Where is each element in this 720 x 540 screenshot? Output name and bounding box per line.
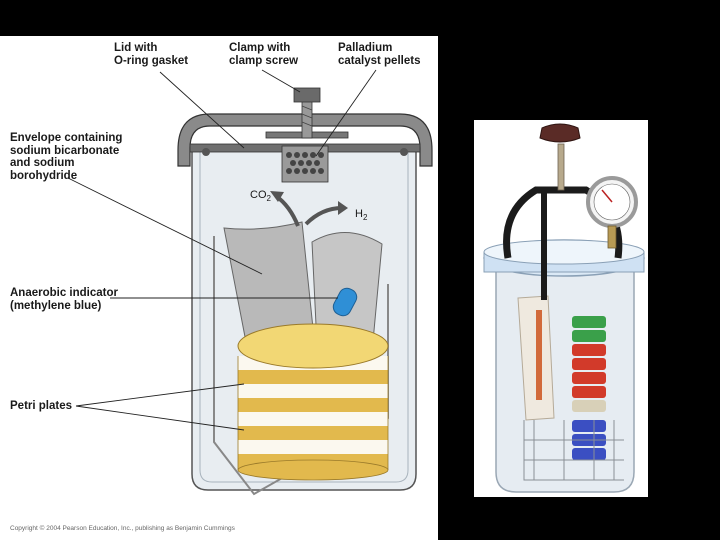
jar-inner-wall: [199, 152, 409, 483]
jar-photo-illustration: [474, 120, 648, 497]
label-co2: CO2: [250, 189, 271, 204]
label-lid: Lid with O-ring gasket: [114, 42, 189, 67]
lid-bolt-left: [202, 148, 210, 156]
anaerobic-jar-photo: [474, 120, 648, 497]
label-envelope: Envelope containing sodium bicarbonate a…: [10, 132, 123, 182]
lid-bolt-right: [400, 148, 408, 156]
label-petri-plates: Petri plates: [10, 400, 72, 412]
catalyst-holder: [281, 145, 329, 183]
jar-illustration: [67, 69, 433, 496]
photo-wire-rack: [523, 420, 624, 481]
label-anaerobic-indicator: Anaerobic indicator (methylene blue): [10, 287, 118, 312]
copyright-notice: Copyright © 2004 Pearson Education, Inc.…: [10, 525, 235, 532]
photo-plate-stack: [572, 316, 606, 460]
anaerobic-jar-diagram: Lid with O-ring gasket Clamp with clamp …: [0, 36, 438, 540]
petri-plate-top: [237, 323, 389, 369]
clamp-screw-head: [293, 87, 321, 103]
clamp-screw: [301, 99, 313, 139]
catalyst-pellets: [286, 152, 324, 174]
photo-clamp-screw: [557, 143, 565, 191]
photo-knob: [539, 123, 581, 143]
petri-plate-stack: [237, 323, 389, 481]
label-clamp: Clamp with clamp screw: [229, 42, 299, 67]
photo-jar-body: [495, 269, 635, 493]
leader-lines: [67, 69, 377, 431]
label-palladium-catalyst: Palladium catalyst pellets: [338, 42, 421, 67]
label-h2: H2: [355, 208, 368, 223]
